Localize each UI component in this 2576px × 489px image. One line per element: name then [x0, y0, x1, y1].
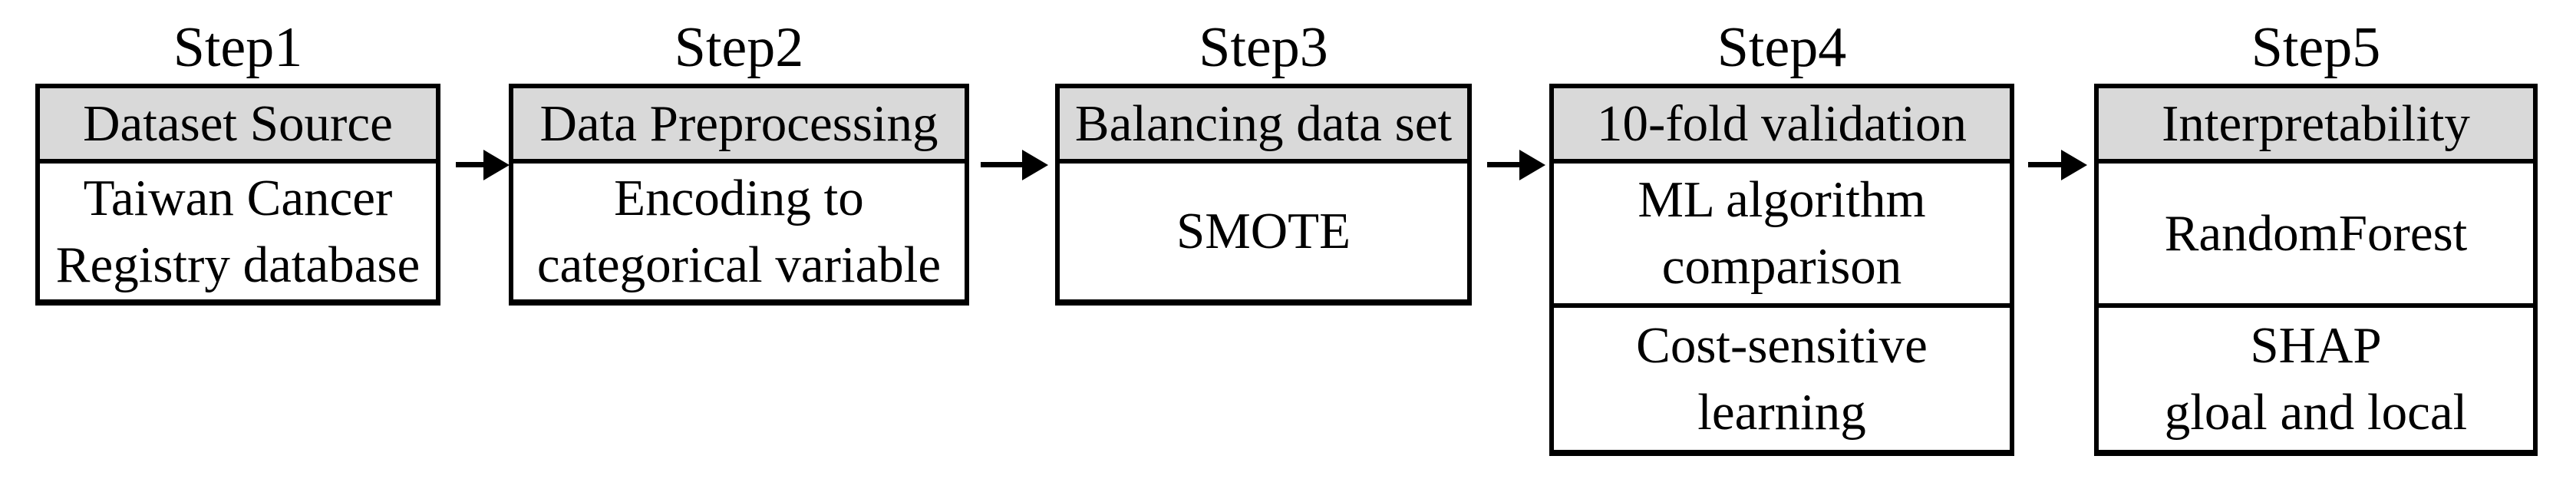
step4-cell-cost-sensitive: Cost-sensitive learning [1554, 308, 2010, 450]
step3-header: Balancing data set [1060, 88, 1467, 164]
step2-label: Step2 [674, 16, 804, 79]
step5-header: Interpretability [2099, 88, 2533, 164]
step4-header: 10-fold validation [1554, 88, 2010, 164]
step2-cell-encoding: Encoding to categorical variable [513, 164, 965, 299]
arrow-step4-to-step5 [2028, 150, 2087, 180]
step1-box: Dataset Source Taiwan Cancer Registry da… [35, 84, 440, 306]
step4-box: 10-fold validation ML algorithm comparis… [1549, 84, 2014, 456]
arrow-head-icon [2061, 150, 2087, 180]
step5-box: Interpretability RandomForest SHAP gloal… [2094, 84, 2538, 456]
step2-box: Data Preprocessing Encoding to categoric… [509, 84, 969, 306]
step1-cell-dataset: Taiwan Cancer Registry database [40, 164, 436, 299]
step1-header: Dataset Source [40, 88, 436, 164]
step5-cell-shap: SHAP gloal and local [2099, 308, 2533, 450]
step3-box: Balancing data set SMOTE [1055, 84, 1472, 306]
arrow-shaft [1487, 162, 1522, 167]
arrow-head-icon [1519, 150, 1545, 180]
arrow-head-icon [1022, 150, 1048, 180]
step5-cell-randomforest: RandomForest [2099, 164, 2533, 308]
step5-label: Step5 [2251, 16, 2381, 79]
step4-label: Step4 [1717, 16, 1847, 79]
arrow-step2-to-step3 [981, 150, 1048, 180]
arrow-head-icon [483, 150, 510, 180]
arrow-shaft [2028, 162, 2064, 167]
step2-header: Data Preprocessing [513, 88, 965, 164]
step1-label: Step1 [173, 16, 303, 79]
arrow-shaft [456, 162, 487, 167]
step3-label: Step3 [1199, 16, 1328, 79]
arrow-step1-to-step2 [456, 150, 510, 180]
step4-cell-ml-comparison: ML algorithm comparison [1554, 164, 2010, 308]
step3-cell-smote: SMOTE [1060, 164, 1467, 299]
arrow-step3-to-step4 [1487, 150, 1545, 180]
arrow-shaft [981, 162, 1025, 167]
